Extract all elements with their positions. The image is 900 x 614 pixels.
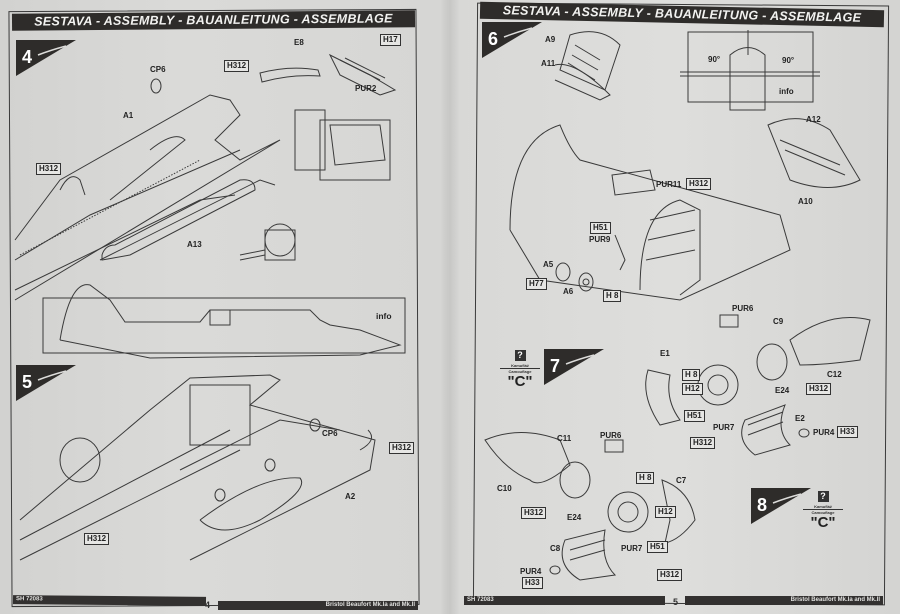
- part-label: PUR11: [656, 180, 682, 189]
- part-label: C11: [557, 434, 572, 443]
- info-label: info: [779, 87, 794, 96]
- left-page-number: 4: [205, 600, 211, 610]
- paint-code-box: H 8: [636, 472, 655, 484]
- step4-parts-drawing: [101, 53, 397, 261]
- book-gutter: [440, 0, 460, 614]
- part-label: CP6: [322, 429, 338, 438]
- paint-code-box: H77: [526, 278, 547, 290]
- paint-code-box: H312: [36, 163, 62, 175]
- part-label: PUR4: [813, 428, 835, 437]
- part-label: C9: [773, 317, 784, 326]
- part-label: PUR6: [732, 304, 754, 313]
- part-label: CP6: [150, 65, 166, 74]
- paint-code-box: H312: [686, 178, 712, 190]
- step-8-marker: 8: [751, 488, 811, 524]
- step8-engine-drawing: [484, 432, 696, 581]
- part-label: PUR2: [355, 84, 377, 93]
- paint-code-box: H51: [590, 222, 611, 234]
- part-label: PUR6: [600, 431, 622, 440]
- question-icon: ?: [817, 491, 829, 502]
- paint-code-box: H312: [657, 569, 683, 581]
- angle-label: 90°: [708, 55, 721, 64]
- part-label: C8: [550, 544, 561, 553]
- right-footer-code-bar: SH 72083: [464, 596, 665, 605]
- part-label: A5: [543, 260, 554, 269]
- left-footer-title-bar: Bristol Beaufort Mk.Ia and Mk.II: [218, 601, 418, 610]
- part-label: A10: [798, 197, 813, 206]
- paint-code-box: H312: [389, 442, 415, 454]
- step4-fuselage-drawing: [14, 78, 281, 301]
- part-label: C10: [497, 484, 512, 493]
- part-label: A6: [563, 287, 574, 296]
- step5-fuselage-drawing: [19, 374, 376, 561]
- angle-label: 90°: [782, 56, 795, 65]
- paint-code-box: H33: [837, 426, 858, 438]
- paint-code-box: H312: [690, 437, 716, 449]
- part-label: A1: [123, 111, 134, 120]
- part-label: A13: [187, 240, 202, 249]
- part-label: E24: [567, 513, 582, 522]
- part-label: PUR4: [520, 567, 542, 576]
- paint-code-box: H 8: [603, 290, 622, 302]
- part-label: C7: [676, 476, 687, 485]
- step-5-marker: 5: [16, 365, 76, 401]
- info-label: info: [376, 311, 392, 321]
- right-page-number: 5: [673, 597, 679, 607]
- question-icon: ?: [514, 350, 526, 361]
- part-label: A11: [541, 59, 556, 68]
- step-6-marker: 6: [482, 22, 542, 58]
- part-label: E24: [775, 386, 790, 395]
- part-label: E8: [294, 38, 304, 47]
- part-label: A12: [806, 115, 821, 124]
- paint-code-box: H12: [682, 383, 703, 395]
- part-label: E1: [660, 349, 670, 358]
- paint-code-box: H12: [655, 506, 676, 518]
- part-label: C12: [827, 370, 842, 379]
- step-7-camouflage-note: ? Kamufláž Camouflage "C": [500, 345, 540, 390]
- part-label: PUR9: [589, 235, 611, 244]
- part-label: A9: [545, 35, 556, 44]
- paint-code-box: H51: [647, 541, 668, 553]
- part-label: E2: [795, 414, 805, 423]
- step-7-marker: 7: [544, 349, 604, 385]
- paint-code-box: H51: [684, 410, 705, 422]
- left-footer-code-bar: SH 72083: [12, 595, 207, 606]
- paint-code-box: H312: [806, 383, 832, 395]
- part-label: A2: [345, 492, 356, 501]
- paint-code-box: H312: [84, 533, 110, 545]
- paint-code-box: H33: [522, 577, 543, 589]
- part-label: PUR7: [713, 423, 735, 432]
- paint-code-box: H312: [521, 507, 547, 519]
- part-label: PUR7: [621, 544, 643, 553]
- right-footer-title-bar: Bristol Beaufort Mk.Ia and Mk.II: [685, 596, 883, 605]
- step6-tail-drawing: [509, 30, 861, 301]
- step-4-marker: 4: [16, 40, 76, 76]
- step7-engine-drawing: [645, 314, 871, 456]
- paint-code-box: H312: [224, 60, 250, 72]
- step-8-camouflage-note: ? Kamufláž Camouflage "C": [803, 486, 843, 531]
- info-profile-drawing: [42, 284, 406, 359]
- paint-code-box: H17: [380, 34, 401, 46]
- paint-code-box: H 8: [682, 369, 701, 381]
